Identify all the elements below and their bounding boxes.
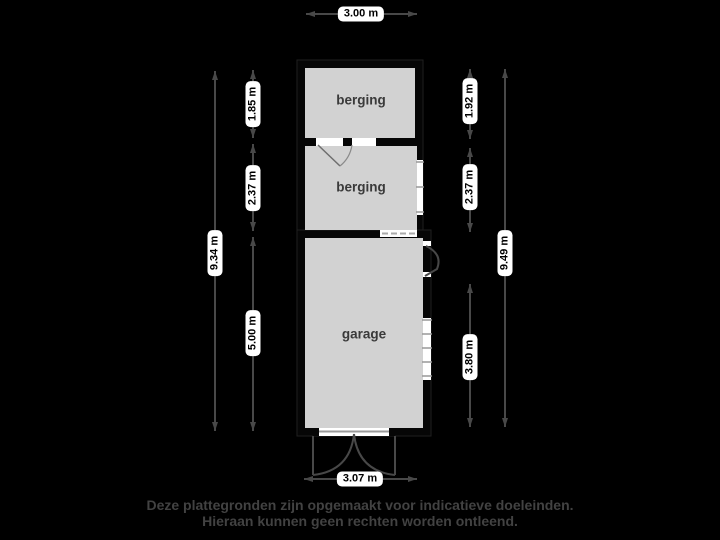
door-leaf bbox=[317, 144, 341, 167]
divider-window bbox=[380, 230, 417, 237]
dimension-label-right-total: 9.49 m bbox=[497, 229, 513, 277]
door-swing-arc bbox=[424, 245, 440, 277]
room-label-berging-2: berging bbox=[336, 179, 386, 195]
dimension-label-left-seg3: 5.00 m bbox=[245, 309, 261, 357]
room-berging-1 bbox=[305, 68, 415, 138]
door-jamb bbox=[313, 428, 319, 436]
door-swing-arc bbox=[353, 433, 396, 476]
disclaimer-line-2: Hieraan kunnen geen rechten worden ontle… bbox=[202, 513, 518, 529]
disclaimer-line-1: Deze plattegronden zijn opgemaakt voor i… bbox=[146, 497, 574, 513]
room-berging-2 bbox=[305, 146, 417, 230]
door-jamb bbox=[389, 428, 395, 436]
dimension-label-left-seg1: 1.85 m bbox=[245, 80, 261, 128]
garage-side-door bbox=[423, 241, 440, 277]
door-jamb bbox=[343, 138, 352, 146]
room-label-garage: garage bbox=[341, 326, 387, 342]
dimension-label-right-seg1: 1.92 m bbox=[462, 77, 478, 125]
interior-door bbox=[316, 138, 376, 167]
dimension-label-left-seg2: 2.37 m bbox=[245, 164, 261, 212]
dimension-label-right-seg3: 3.80 m bbox=[462, 333, 478, 381]
dimension-label-right-seg2: 2.37 m bbox=[462, 163, 478, 211]
window-glass bbox=[423, 318, 431, 380]
dimension-label-top: 3.00 m bbox=[337, 6, 385, 22]
window-glass bbox=[380, 230, 417, 237]
door-swing-arc bbox=[339, 144, 353, 167]
berging-window bbox=[416, 160, 424, 215]
garage-window bbox=[422, 318, 432, 380]
room-label-berging-1: berging bbox=[336, 92, 386, 108]
dimension-label-left-total: 9.34 m bbox=[207, 229, 223, 277]
garage-double-door bbox=[312, 428, 396, 476]
room-garage bbox=[305, 238, 423, 428]
door-jamb bbox=[423, 241, 431, 246]
door-swing-arc bbox=[312, 433, 355, 476]
dimension-label-bottom: 3.07 m bbox=[336, 471, 384, 487]
